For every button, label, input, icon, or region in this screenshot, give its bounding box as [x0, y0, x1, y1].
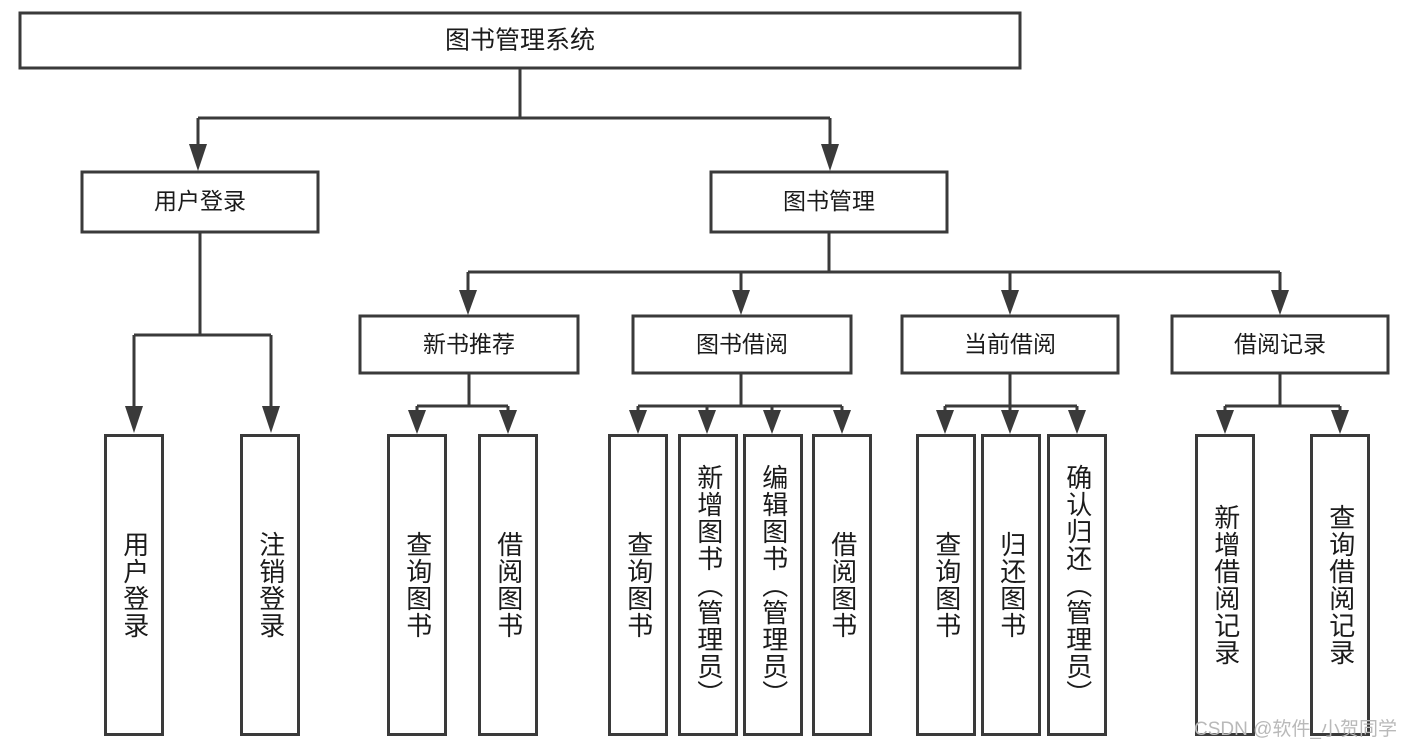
leaf-label: 确认归还（管理员）: [1062, 463, 1093, 707]
node-book-management-box[interactable]: [709, 170, 949, 234]
node-new-book-recommend-box[interactable]: [358, 314, 580, 375]
node-borrow-record-label: 借阅记录: [1234, 331, 1326, 357]
connector-new-book-to-leaves: [408, 373, 517, 434]
leaf-borrow-query-book[interactable]: 查询图书: [608, 434, 668, 736]
leaf-text-wrap: 用户登录: [107, 443, 161, 727]
leaf-query-borrow-record[interactable]: 查询借阅记录: [1310, 434, 1370, 736]
leaf-new-book-borrow[interactable]: 借阅图书: [478, 434, 538, 736]
node-current-borrow-box[interactable]: [900, 314, 1120, 375]
leaf-label: 新增图书（管理员）: [693, 463, 724, 707]
node-user-login[interactable]: 用户登录: [80, 170, 320, 234]
node-book-borrow-box[interactable]: [631, 314, 853, 375]
node-user-login-label: 用户登录: [154, 188, 246, 214]
node-root-label: 图书管理系统: [445, 27, 595, 55]
leaf-label: 注销登录: [255, 531, 286, 639]
leaf-text-wrap: 新增借阅记录: [1198, 443, 1252, 727]
node-book-borrow-label: 图书借阅: [696, 331, 788, 357]
leaf-text-wrap: 借阅图书: [815, 443, 869, 727]
leaf-text-wrap: 编辑图书（管理员）: [746, 443, 800, 727]
node-user-login-box[interactable]: [80, 170, 320, 234]
connector-book-borrow-to-leaves: [629, 373, 851, 434]
node-borrow-record-box[interactable]: [1170, 314, 1390, 375]
leaf-borrow-book[interactable]: 借阅图书: [812, 434, 872, 736]
node-new-book-recommend[interactable]: 新书推荐: [358, 314, 580, 375]
leaf-text-wrap: 借阅图书: [481, 443, 535, 727]
node-new-book-recommend-label: 新书推荐: [423, 331, 515, 357]
leaf-label: 查询图书: [623, 531, 654, 639]
connector-borrow-record-to-leaves: [1216, 373, 1349, 434]
leaf-text-wrap: 确认归还（管理员）: [1050, 443, 1104, 727]
leaf-edit-book-admin[interactable]: 编辑图书（管理员）: [743, 434, 803, 736]
leaf-user-logout[interactable]: 注销登录: [240, 434, 300, 736]
leaf-label: 查询图书: [402, 531, 433, 639]
leaf-label: 查询图书: [931, 531, 962, 639]
leaf-user-login-1[interactable]: 用户登录: [104, 434, 164, 736]
leaf-text-wrap: 查询图书: [390, 443, 444, 727]
leaf-label: 用户登录: [119, 531, 150, 639]
leaf-text-wrap: 查询图书: [919, 443, 973, 727]
node-root-box[interactable]: [18, 11, 1022, 70]
connector-root-to-level2: [189, 68, 839, 171]
node-current-borrow-label: 当前借阅: [964, 331, 1056, 357]
node-borrow-record[interactable]: 借阅记录: [1170, 314, 1390, 375]
leaf-label: 归还图书: [996, 531, 1027, 639]
leaf-add-borrow-record[interactable]: 新增借阅记录: [1195, 434, 1255, 736]
node-book-management-label: 图书管理: [783, 188, 875, 214]
leaf-return-book[interactable]: 归还图书: [981, 434, 1041, 736]
leaf-label: 查询借阅记录: [1325, 504, 1356, 666]
node-book-management[interactable]: 图书管理: [709, 170, 949, 234]
leaf-label: 编辑图书（管理员）: [758, 463, 789, 707]
leaf-current-query-book[interactable]: 查询图书: [916, 434, 976, 736]
leaf-add-book-admin[interactable]: 新增图书（管理员）: [678, 434, 738, 736]
leaf-text-wrap: 查询图书: [611, 443, 665, 727]
leaf-label: 借阅图书: [493, 531, 524, 639]
leaf-confirm-return-admin[interactable]: 确认归还（管理员）: [1047, 434, 1107, 736]
node-book-borrow[interactable]: 图书借阅: [631, 314, 853, 375]
leaf-label: 借阅图书: [827, 531, 858, 639]
connector-user-login-to-leaves: [125, 232, 280, 433]
leaf-text-wrap: 归还图书: [984, 443, 1038, 727]
connector-book-mgmt-to-level3: [459, 232, 1289, 315]
leaf-text-wrap: 新增图书（管理员）: [681, 443, 735, 727]
connector-current-borrow-to-leaves: [936, 373, 1086, 434]
leaf-new-book-query[interactable]: 查询图书: [387, 434, 447, 736]
leaf-text-wrap: 注销登录: [243, 443, 297, 727]
node-root[interactable]: 图书管理系统: [18, 11, 1022, 70]
node-current-borrow[interactable]: 当前借阅: [900, 314, 1120, 375]
leaf-text-wrap: 查询借阅记录: [1313, 443, 1367, 727]
leaf-label: 新增借阅记录: [1210, 504, 1241, 666]
